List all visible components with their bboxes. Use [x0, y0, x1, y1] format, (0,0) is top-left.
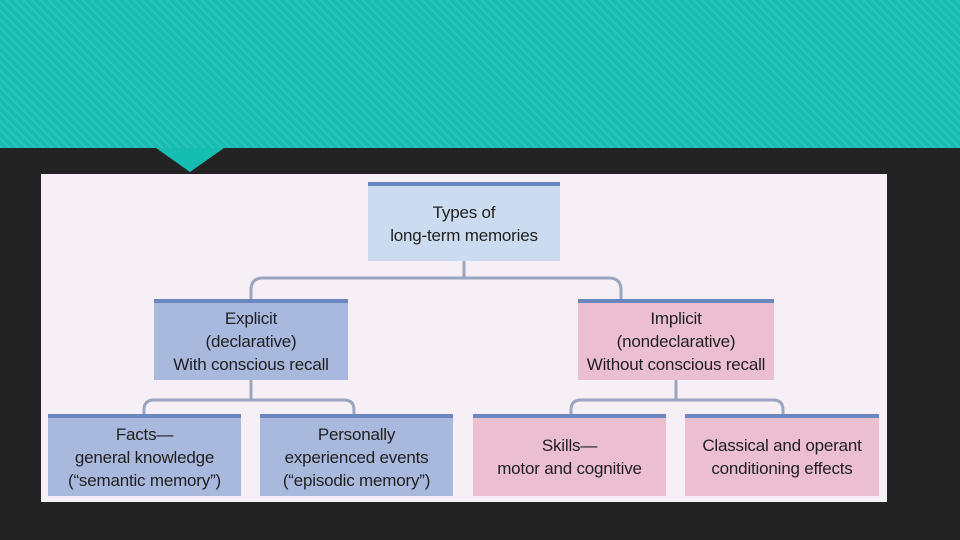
connector-implicit-branch	[569, 398, 785, 418]
node-explicit-label: Explicit (declarative) With conscious re…	[173, 309, 329, 374]
node-facts: Facts— general knowledge (“semantic memo…	[48, 414, 241, 496]
node-explicit: Explicit (declarative) With conscious re…	[154, 299, 348, 380]
connector-explicit-branch	[142, 398, 356, 418]
node-personal-events: Personally experienced events (“episodic…	[260, 414, 453, 496]
node-personal-events-label: Personally experienced events (“episodic…	[282, 424, 431, 490]
connector-root-branch	[249, 276, 623, 303]
node-long-term-memories-label: Types of long-term memories	[390, 202, 538, 245]
node-conditioning: Classical and operant conditioning effec…	[685, 414, 879, 496]
node-facts-label: Facts— general knowledge (“semantic memo…	[68, 424, 221, 490]
diagram-panel: Types of long-term memories Explicit (de…	[41, 174, 887, 502]
connector-lines	[142, 259, 785, 418]
header-band	[0, 0, 960, 148]
node-long-term-memories: Types of long-term memories	[368, 182, 560, 261]
node-skills: Skills— motor and cognitive	[473, 414, 666, 496]
node-implicit-label: Implicit (nondeclarative) Without consci…	[586, 309, 766, 374]
node-implicit: Implicit (nondeclarative) Without consci…	[578, 299, 774, 380]
node-conditioning-label: Classical and operant conditioning effec…	[702, 436, 862, 478]
node-skills-label: Skills— motor and cognitive	[497, 436, 642, 478]
header-notch	[156, 148, 224, 172]
